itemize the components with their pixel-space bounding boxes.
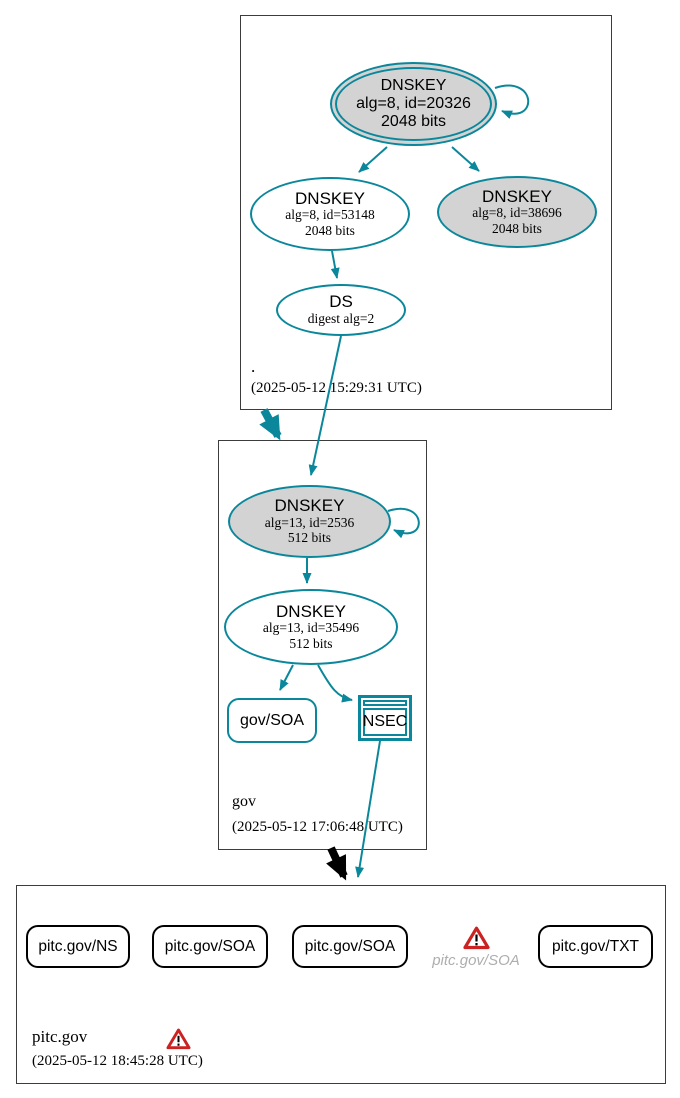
node-root-zsk-dnskey[interactable]: DNSKEY alg=8, id=53148 2048 bits xyxy=(250,177,410,251)
dnskey-alg: alg=13, id=2536 xyxy=(264,514,355,530)
nsec-header-cell xyxy=(363,700,407,706)
ds-title: DS xyxy=(329,292,353,312)
rrset-label: gov/SOA xyxy=(239,711,305,729)
rrset-label: pitc.gov/SOA xyxy=(164,937,256,955)
node-pitc-soa-1[interactable]: pitc.gov/SOA xyxy=(152,925,268,968)
warning-icon xyxy=(462,926,490,950)
dnskey-bits: 2048 bits xyxy=(492,220,542,236)
zone-timestamp-pitc: (2025-05-12 18:45:28 UTC) xyxy=(32,1053,203,1069)
dnskey-title: DNSKEY xyxy=(276,601,346,621)
node-gov-ksk-dnskey[interactable]: DNSKEY alg=13, id=2536 512 bits xyxy=(228,485,391,558)
dnskey-bits: 2048 bits xyxy=(381,113,446,130)
rrset-label: pitc.gov/TXT xyxy=(552,937,639,955)
node-gov-zsk-dnskey[interactable]: DNSKEY alg=13, id=35496 512 bits xyxy=(224,589,398,665)
zone-box-pitc-gov xyxy=(16,885,666,1084)
dnskey-alg: alg=13, id=35496 xyxy=(262,620,360,636)
dnskey-title: DNSKEY xyxy=(274,496,345,516)
dnskey-title: DNSKEY xyxy=(295,188,365,208)
edge-delegation-root-to-gov xyxy=(259,408,282,441)
node-root-ksk-dnskey[interactable]: DNSKEY alg=8, id=20326 2048 bits xyxy=(330,62,497,146)
dnskey-bits: 512 bits xyxy=(287,530,332,546)
zone-box-root xyxy=(240,15,612,410)
rrset-label: pitc.gov/SOA xyxy=(304,937,396,955)
zone-timestamp-gov: (2025-05-12 17:06:48 UTC) xyxy=(232,819,403,835)
ds-detail: digest alg=2 xyxy=(307,311,375,327)
warning-icon xyxy=(166,1028,191,1050)
node-pitc-soa-warning[interactable]: pitc.gov/SOA xyxy=(426,926,526,969)
dnskey-alg: alg=8, id=38696 xyxy=(472,205,562,221)
node-pitc-soa-2[interactable]: pitc.gov/SOA xyxy=(292,925,408,968)
node-gov-nsec[interactable]: NSEC xyxy=(358,695,412,741)
edge-delegation-gov-to-pitc xyxy=(326,846,348,881)
zone-timestamp-root: (2025-05-12 15:29:31 UTC) xyxy=(251,380,422,396)
dnskey-alg: alg=8, id=20326 xyxy=(356,95,471,112)
node-root-dnskey-38696[interactable]: DNSKEY alg=8, id=38696 2048 bits xyxy=(437,176,597,248)
dnskey-title: DNSKEY xyxy=(482,186,552,206)
node-pitc-txt[interactable]: pitc.gov/TXT xyxy=(538,925,653,968)
dnskey-bits: 512 bits xyxy=(289,635,333,651)
nsec-label: NSEC xyxy=(363,708,407,736)
node-root-ds[interactable]: DS digest alg=2 xyxy=(276,284,406,336)
zone-name-gov: gov xyxy=(232,793,256,810)
zone-name-root: . xyxy=(251,357,256,376)
dnskey-title: DNSKEY xyxy=(380,77,447,94)
node-root-ksk-inner: DNSKEY alg=8, id=20326 2048 bits xyxy=(335,67,492,141)
node-gov-soa[interactable]: gov/SOA xyxy=(227,698,317,743)
zone-name-pitc: pitc.gov xyxy=(32,1027,88,1046)
dnskey-alg: alg=8, id=53148 xyxy=(285,207,375,223)
node-pitc-ns[interactable]: pitc.gov/NS xyxy=(26,925,130,968)
rrset-label-ghost: pitc.gov/SOA xyxy=(432,952,520,969)
rrset-label: pitc.gov/NS xyxy=(38,937,118,955)
dnskey-bits: 2048 bits xyxy=(305,222,355,238)
